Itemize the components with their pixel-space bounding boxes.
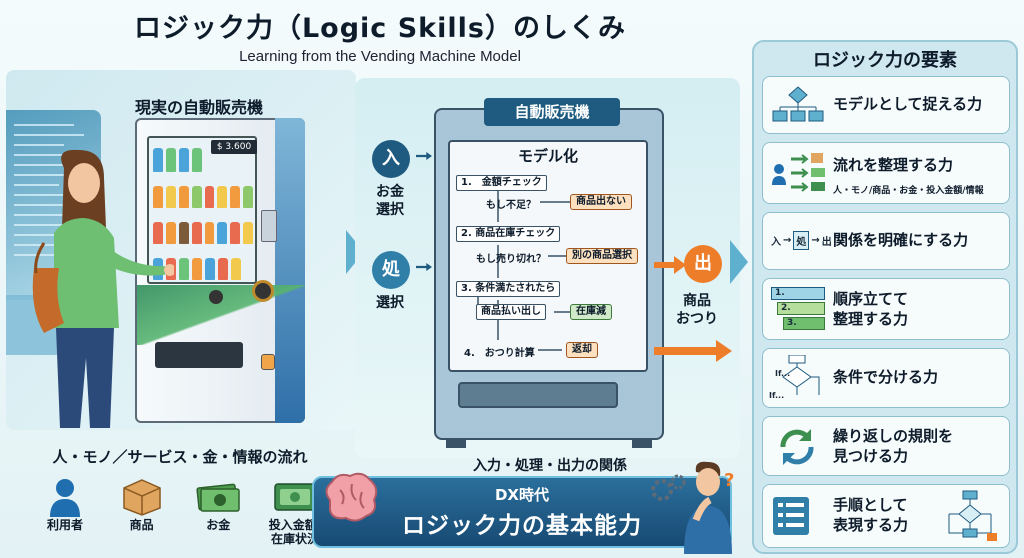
step-2-tag: 2. bbox=[777, 302, 825, 315]
element-label: 繰り返しの規則を 見つける力 bbox=[833, 427, 954, 465]
real-vending-machine: $ 3.600 bbox=[135, 118, 305, 423]
product-outlet[interactable] bbox=[155, 342, 243, 368]
person-icon bbox=[50, 479, 80, 517]
page-subtitle: Learning from the Vending Machine Model bbox=[239, 48, 521, 65]
arrow-right-icon bbox=[416, 263, 432, 271]
keypad[interactable] bbox=[261, 210, 277, 242]
real-vending-title: 現実の自動販売機 bbox=[135, 98, 264, 117]
element-card-relation: 入→ 処→ 出 関係を明確にする力 bbox=[762, 212, 1010, 270]
result-no-product: 商品出ない bbox=[570, 194, 632, 210]
flow-item-label: 投入金額/ 在庫状況 bbox=[268, 518, 322, 546]
procedure-icon bbox=[773, 497, 809, 535]
banner-line2: ロジック力の基本能力 bbox=[402, 513, 642, 539]
mini-process-label: 処 bbox=[793, 231, 810, 250]
mini-output-label: 出 bbox=[821, 237, 832, 248]
process-badge: 処 bbox=[372, 251, 410, 289]
arrow-right-icon bbox=[654, 340, 732, 362]
output-badge: 出 bbox=[684, 245, 722, 283]
step-3-tag: 3. bbox=[783, 317, 825, 330]
box-icon bbox=[122, 479, 161, 516]
flow-item-user: 利用者 bbox=[30, 476, 100, 546]
model-title: モデル化 bbox=[517, 147, 578, 165]
result-stock-reduce: 在庫減 bbox=[570, 304, 612, 320]
result-other-select: 別の商品選択 bbox=[566, 248, 638, 264]
if-label-2: If... bbox=[769, 391, 785, 400]
return-lever[interactable] bbox=[209, 290, 223, 304]
arrow-right-icon bbox=[416, 152, 432, 160]
result-dispense: 商品払い出し bbox=[476, 304, 546, 320]
arrow-right-icon bbox=[654, 256, 686, 274]
process-label: 選択 bbox=[376, 295, 404, 311]
flow-step-3: 3. 条件満たされたら bbox=[456, 281, 561, 297]
element-card-flow: 流れを整理する力 人・モノ/商品・お金・投入金額/情報 bbox=[762, 142, 1010, 204]
chevron-right-icon bbox=[730, 240, 748, 284]
mini-input-label: 入 bbox=[771, 237, 781, 248]
element-card-repeat: 繰り返しの規則を 見つける力 bbox=[762, 416, 1010, 476]
money-counter-icon bbox=[274, 483, 316, 511]
element-label: 条件で分ける力 bbox=[833, 368, 939, 386]
coin-slot[interactable] bbox=[252, 280, 274, 302]
element-label: 流れを整理する力 bbox=[833, 156, 954, 174]
flowchart-icon bbox=[772, 86, 824, 122]
banner-line1: DX時代 bbox=[494, 486, 550, 504]
page-title: ロジック力（Logic Skills）のしくみ bbox=[133, 13, 627, 44]
element-card-procedure: 手順として 表現する力 bbox=[762, 484, 1010, 548]
flow-step-2: 2. 商品在庫チェック bbox=[456, 226, 561, 242]
flow-item-label: 商品 bbox=[129, 518, 154, 532]
element-card-order: 1. 2. 3. 順序立てて 整理する力 bbox=[762, 278, 1010, 340]
if-label-1: If... bbox=[775, 369, 791, 378]
element-sublabel: 人・モノ/商品・お金・投入金額/情報 bbox=[833, 186, 984, 196]
model-machine-title: 自動販売機 bbox=[484, 98, 620, 126]
elements-title: ロジック力の要素 bbox=[813, 50, 957, 71]
element-label: モデルとして捉える力 bbox=[833, 95, 983, 113]
element-label: 順序立てて 整理する力 bbox=[833, 290, 909, 328]
element-label: 関係を明確にする力 bbox=[833, 231, 969, 249]
dx-banner: DX時代 ロジック力の基本能力 bbox=[312, 476, 732, 548]
input-process-output-icon: 入→ 処→ 出 bbox=[771, 231, 832, 250]
cash-icon bbox=[196, 483, 241, 512]
input-badge: 入 bbox=[372, 140, 410, 178]
flow-question-1: もし不足？ bbox=[486, 200, 536, 211]
svg-text:?: ? bbox=[724, 470, 734, 491]
element-card-model: モデルとして捉える力 bbox=[762, 76, 1010, 134]
flow-item-label: 利用者 bbox=[46, 518, 83, 532]
io-caption: 入力・処理・出力の関係 bbox=[473, 458, 627, 474]
flow-item-product: 商品 bbox=[107, 476, 177, 546]
flow-step-1: 1. 金額チェック bbox=[456, 175, 547, 191]
flowchart-icon bbox=[948, 490, 997, 541]
flow-arrows-icon bbox=[772, 153, 825, 192]
flow-title: 人・モノ／サービス・金・情報の流れ bbox=[52, 448, 308, 466]
woman-user-illustration bbox=[32, 149, 174, 428]
price-display: $ 3.600 bbox=[211, 140, 257, 154]
flow-item-status: 投入金額/ 在庫状況 bbox=[260, 476, 330, 546]
product-window bbox=[147, 136, 257, 284]
condition-branch-icon bbox=[782, 355, 820, 395]
flow-item-money: お金 bbox=[183, 476, 253, 546]
element-card-condition: If... If... 条件で分ける力 bbox=[762, 348, 1010, 408]
thinking-man-illustration: ? bbox=[651, 461, 734, 554]
input-label: お金 選択 bbox=[376, 184, 404, 218]
result-refund: 返却 bbox=[566, 342, 598, 358]
repeat-cycle-icon bbox=[780, 429, 814, 465]
flow-step-4: 4. おつり計算 bbox=[464, 348, 535, 359]
step-1-tag: 1. bbox=[771, 287, 825, 300]
brain-icon bbox=[325, 472, 378, 522]
flow-icons: 利用者 商品 お金 投入金額/ 在庫状況 bbox=[30, 476, 330, 546]
flow-question-2: もし売り切れ？ bbox=[476, 254, 546, 265]
output-label: 商品 おつり bbox=[676, 293, 718, 327]
element-label: 手順として 表現する力 bbox=[833, 496, 909, 534]
change-button[interactable] bbox=[261, 354, 275, 370]
outlet-tray bbox=[458, 382, 618, 408]
flow-item-label: お金 bbox=[206, 518, 231, 532]
ordered-steps-icon: 1. 2. 3. bbox=[771, 287, 825, 330]
